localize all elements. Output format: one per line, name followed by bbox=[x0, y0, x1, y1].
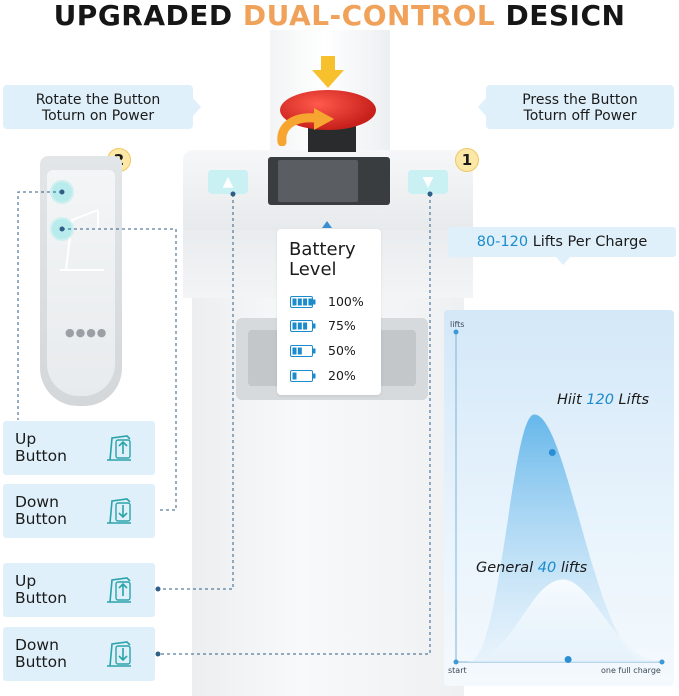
series-general-point bbox=[564, 656, 572, 663]
rotate-line-2: Toturn on Power bbox=[41, 108, 155, 124]
title-part-3: DESICN bbox=[495, 0, 626, 32]
series-general-area bbox=[464, 579, 662, 662]
annotation-general-prefix: General bbox=[476, 560, 538, 576]
battery-level-label: 75% bbox=[328, 318, 356, 333]
remote-indicator-dots: ●●●● bbox=[65, 326, 108, 339]
battery-level-row: 20% bbox=[290, 368, 380, 384]
button-label-line-2: Button bbox=[15, 589, 67, 607]
lifts-per-charge-bubble: 80-120 Lifts Per Charge bbox=[448, 227, 676, 257]
button-label-line-2: Button bbox=[15, 447, 67, 465]
button-label-line-2: Button bbox=[15, 510, 67, 528]
press-line-1: Press the Button bbox=[522, 92, 638, 108]
battery-icon bbox=[290, 370, 316, 382]
lifts-bubble-tail bbox=[556, 257, 570, 265]
button-label-line-1: Up bbox=[15, 430, 37, 448]
x-axis-start-label: start bbox=[448, 666, 467, 675]
lift-up-icon bbox=[107, 435, 131, 461]
annotation-hiit: Hiit 120 Lifts bbox=[557, 392, 649, 408]
battery-card-pointer bbox=[322, 221, 332, 228]
lifts-number: 80-120 bbox=[476, 234, 529, 250]
y-axis-label: lifts bbox=[450, 320, 465, 329]
rotate-arrow-icon bbox=[277, 108, 334, 146]
display-inner bbox=[278, 160, 358, 202]
press-line-2: Toturn off Power bbox=[523, 108, 637, 124]
press-button-bubble: Press the Button Toturn off Power bbox=[478, 85, 674, 129]
rotate-line-1: Rotate the Button bbox=[35, 92, 161, 108]
battery-title-line-1: Battery bbox=[289, 239, 356, 260]
lift-down-icon bbox=[107, 498, 131, 524]
title-part-1: UPGRADED bbox=[53, 0, 243, 32]
annotation-hiit-suffix: Lifts bbox=[613, 392, 650, 408]
press-bubble-tail bbox=[478, 97, 487, 117]
button-label-line-1: Down bbox=[15, 636, 59, 654]
battery-icon bbox=[290, 320, 316, 332]
series-hiit-area bbox=[468, 414, 648, 662]
battery-level-label: 20% bbox=[328, 368, 356, 383]
button-label-line-2: Button bbox=[15, 653, 67, 671]
annotation-general: General 40 lifts bbox=[476, 560, 587, 576]
x-axis-end-label: one full charge bbox=[601, 666, 661, 675]
button-label-line-1: Up bbox=[15, 572, 37, 590]
battery-icon bbox=[290, 296, 316, 308]
arrow-down-icon bbox=[312, 56, 344, 88]
rotate-button-bubble: Rotate the Button Toturn on Power bbox=[3, 85, 201, 129]
page-title: UPGRADED DUAL-CONTROL DESICN bbox=[0, 0, 679, 36]
battery-level-label: 100% bbox=[328, 294, 364, 309]
remote-down-button[interactable] bbox=[50, 217, 74, 241]
battery-level-label: 50% bbox=[328, 343, 356, 358]
battery-icon bbox=[290, 345, 316, 357]
series-hiit-point bbox=[548, 449, 556, 456]
battery-level-row: 100% bbox=[290, 294, 380, 310]
device-down-button[interactable]: ▼ bbox=[408, 170, 448, 194]
annotation-general-suffix: lifts bbox=[556, 560, 588, 576]
lift-down-icon bbox=[107, 641, 131, 667]
lifts-text: Lifts Per Charge bbox=[528, 234, 648, 250]
lift-up-icon bbox=[107, 577, 131, 603]
battery-level-row: 75% bbox=[290, 318, 380, 334]
rotate-bubble-tail bbox=[192, 97, 201, 117]
annotation-hiit-number: 120 bbox=[586, 392, 614, 408]
device-up-button[interactable]: ▲ bbox=[208, 170, 248, 194]
battery-title: Battery Level bbox=[289, 240, 379, 280]
axis-end-dot bbox=[453, 329, 459, 335]
axis-end-dot bbox=[453, 659, 459, 665]
title-part-2: DUAL-CONTROL bbox=[242, 0, 496, 32]
remote-up-button[interactable] bbox=[50, 180, 74, 204]
badge-one: 1 bbox=[455, 148, 479, 172]
annotation-hiit-prefix: Hiit bbox=[557, 392, 587, 408]
button-label-line-1: Down bbox=[15, 493, 59, 511]
lifts-chart bbox=[453, 329, 665, 665]
battery-title-line-2: Level bbox=[289, 259, 337, 280]
battery-level-row: 50% bbox=[290, 343, 380, 359]
annotation-general-number: 40 bbox=[537, 560, 557, 576]
